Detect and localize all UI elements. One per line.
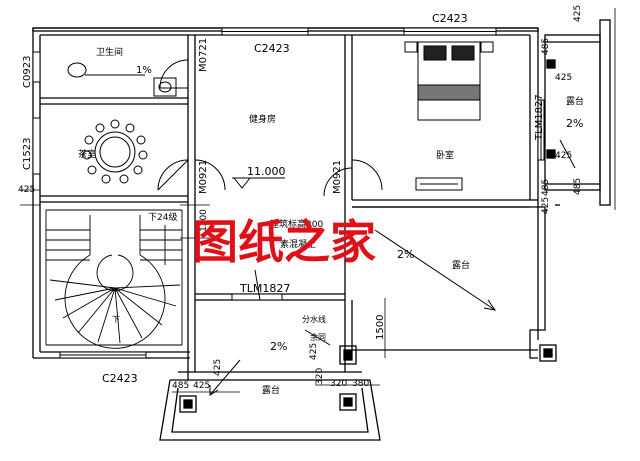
- door-slide-right: TLM1827: [534, 94, 545, 141]
- door-bed: M0921: [332, 160, 343, 194]
- window-left-bath: C0923: [22, 56, 33, 88]
- window-left-tea: C1523: [22, 138, 33, 170]
- dim-425-r1: 425: [555, 73, 572, 83]
- stair-mark: 下: [112, 315, 120, 324]
- window-bottom-stair: C2423: [102, 372, 138, 385]
- dim-425-bot: 425: [541, 197, 551, 214]
- bathroom-slope: 1%: [136, 65, 152, 76]
- dim-425-v: 425: [213, 359, 223, 376]
- dimension-lines: [20, 8, 616, 393]
- dim-485-top: 485: [573, 178, 583, 195]
- drain-note-2: 余同: [310, 332, 326, 342]
- terrace-main-label: 露台: [452, 259, 470, 271]
- dim-425-b: 425: [193, 381, 210, 391]
- terrace-bottom-slope: 2%: [270, 340, 287, 353]
- code-labels: C2423 C2423 C2423 C0923 C1523 M0721 M092…: [22, 12, 545, 385]
- dim-1500: 1500: [375, 315, 386, 340]
- door-bath: M0721: [198, 38, 209, 72]
- dim-425-ll: 425: [309, 343, 319, 360]
- bedroom-label: 卧室: [436, 149, 454, 161]
- dim-425-left: 425: [18, 185, 35, 195]
- watermark: 图纸之家: [192, 215, 376, 269]
- window-top-bedroom: C2423: [432, 12, 468, 25]
- slope-arrows: [85, 74, 576, 396]
- right-terrace-outline: [544, 19, 611, 206]
- level-mark: [232, 177, 285, 189]
- beam-note-2: 素混凝土: [280, 238, 316, 250]
- dim-380-h: 380: [352, 379, 369, 389]
- window-top-gym: C2423: [254, 42, 290, 55]
- bath-fixtures: [67, 62, 177, 97]
- bottom-terrace-outline: [159, 300, 381, 441]
- stair: [45, 209, 183, 349]
- terrace-right-slope: 2%: [566, 117, 583, 130]
- interior-walls: [40, 35, 530, 352]
- dim-320-h: 320: [330, 379, 347, 389]
- main-terrace-outline: [351, 200, 560, 362]
- terrace-bottom-label: 露台: [262, 384, 280, 396]
- door-slide-bottom: TLM1827: [239, 282, 290, 295]
- dim-1200: 1200: [199, 209, 209, 232]
- dim-485-r1: 485: [541, 38, 551, 55]
- bed: [404, 41, 494, 191]
- drain-note-1: 分水线: [302, 314, 326, 324]
- room-labels: 卫生间 1% 茶室 健身房 卧室 露台 2% 露台 2% 露台 2% 下24级 …: [78, 46, 584, 396]
- dim-320-v: 320: [315, 368, 325, 385]
- dim-485-r2: 485: [541, 179, 551, 196]
- dim-425-top: 425: [573, 5, 583, 22]
- floor-level: 11.000: [247, 165, 286, 178]
- tea-table: [82, 119, 148, 184]
- door-tea: M0921: [198, 160, 209, 194]
- dim-425-r2: 425: [555, 151, 572, 161]
- tea-room-label: 茶室: [78, 148, 96, 160]
- windows: [32, 27, 497, 359]
- terrace-main-slope: 2%: [397, 248, 414, 261]
- bathroom-label: 卫生间: [96, 46, 123, 58]
- beam-note-1: 建筑标高200: [270, 218, 323, 230]
- stair-label: 下24级: [148, 211, 177, 223]
- dimension-labels: 425 425 425 485 485 425 485 425 1200 150…: [18, 5, 583, 391]
- gym-label: 健身房: [249, 113, 276, 125]
- dim-485-b: 485: [172, 381, 189, 391]
- terrace-right-label: 露台: [566, 95, 584, 107]
